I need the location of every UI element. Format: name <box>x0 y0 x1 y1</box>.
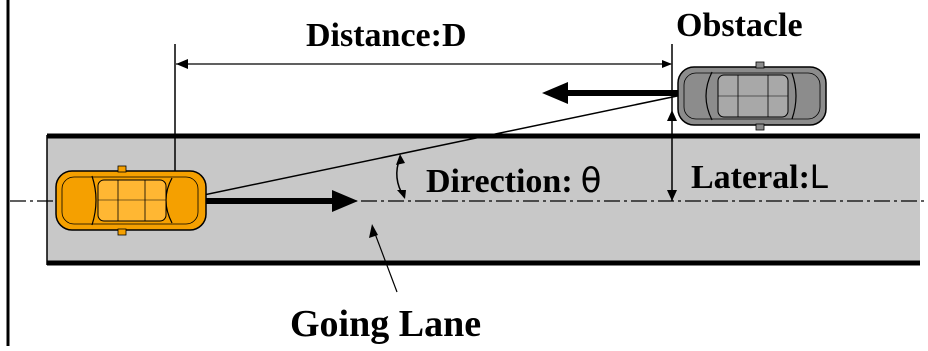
obstacle-label: Obstacle <box>676 7 803 44</box>
obstacle-arrowhead <box>542 82 568 104</box>
going-lane-label: Going Lane <box>290 303 481 345</box>
distance-arrowhead-left <box>176 59 188 69</box>
lateral-arrowhead-bottom <box>667 190 677 201</box>
arc-arrowhead-top <box>396 154 405 165</box>
direction-label: Direction:θ <box>426 161 601 201</box>
distance-label: Distance:D <box>306 17 467 54</box>
direction-line <box>174 94 683 202</box>
arc-arrowhead-bottom <box>397 190 406 199</box>
going-lane-pointer <box>373 230 398 293</box>
gray-car-icon <box>677 61 827 131</box>
lateral-label: Lateral:L <box>691 158 829 196</box>
lateral-arrowhead-top <box>667 110 677 121</box>
ego-forward-arrowhead <box>332 190 358 212</box>
going-lane-pointer-head <box>369 224 378 238</box>
orange-car-icon <box>55 165 207 236</box>
